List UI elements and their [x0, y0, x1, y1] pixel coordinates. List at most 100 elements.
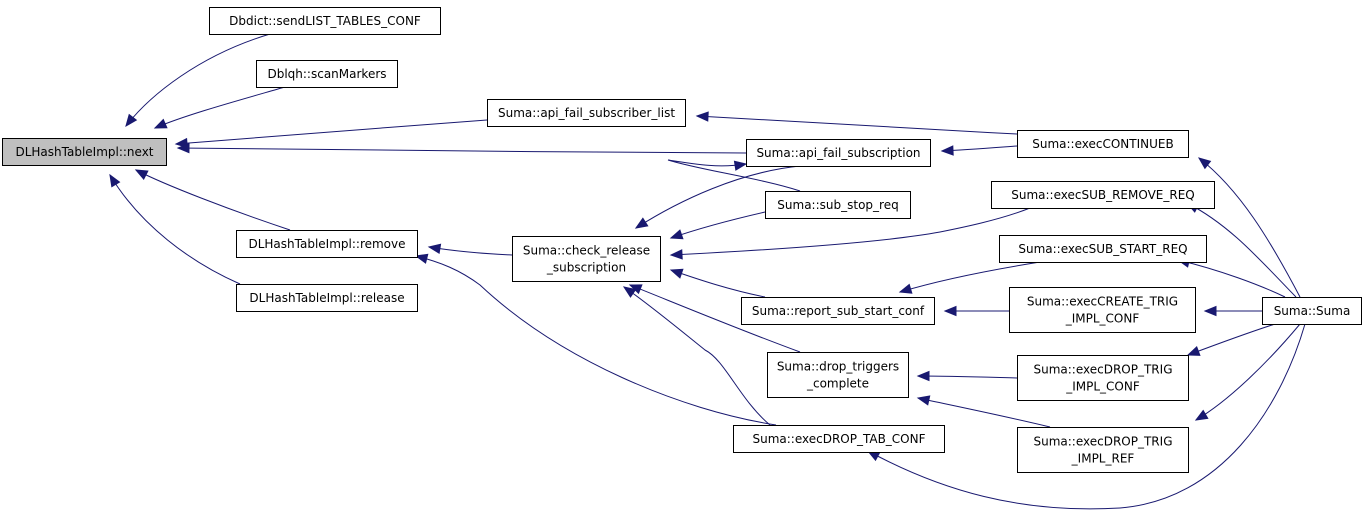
node-reportSub[interactable]: Suma::report_sub_start_conf: [741, 297, 935, 325]
edge-suma-to-execDropTab: [867, 323, 1306, 510]
edge-release-to-next-arrowhead: [109, 173, 121, 188]
node-label-execCreateTrig-0: Suma::execCREATE_TRIG: [1027, 295, 1178, 309]
node-label-sendLIST-0: Dbdict::sendLIST_TABLES_CONF: [229, 14, 421, 28]
node-dropTrig[interactable]: Suma::drop_triggers_complete: [767, 352, 909, 398]
edge-subStop-to-checkRelease: [670, 211, 766, 239]
edge-sendLIST-to-next-arrowhead: [125, 113, 138, 128]
node-box-execDropTrigRef[interactable]: [1017, 427, 1189, 473]
node-label-dropTrig-0: Suma::drop_triggers: [777, 360, 899, 374]
edge-execDropTab-to-remove: [415, 255, 777, 426]
node-label-execCreateTrig-1: _IMPL_CONF: [1065, 312, 1140, 326]
node-label-checkRelease-1: _subscription: [546, 261, 626, 275]
edge-apiFailSub-to-next: [177, 147, 747, 154]
node-box-execDropTab[interactable]: [733, 425, 945, 453]
node-apiFailSub[interactable]: Suma::api_fail_subscription: [746, 139, 931, 167]
node-box-release[interactable]: [236, 284, 418, 312]
edge-apiFailSub-to-next-arrowhead: [176, 142, 190, 154]
node-next[interactable]: DLHashTableImpl::next: [2, 138, 167, 166]
node-box-execSubStart[interactable]: [999, 235, 1207, 263]
node-box-scanMarkers[interactable]: [256, 60, 398, 88]
edge-execDropTrigRef-to-dropTrig-arrowhead: [916, 395, 931, 406]
edge-execSubStart-to-reportSub-arrowhead: [898, 283, 913, 294]
node-apiFailList[interactable]: Suma::api_fail_subscriber_list: [487, 99, 686, 127]
edge-dropTrig-to-checkRelease: [629, 284, 801, 353]
edge-subStop-to-apiFailSub-arrowhead: [733, 160, 748, 171]
node-label-execSubStart-0: Suma::execSUB_START_REQ: [1018, 242, 1187, 256]
edge-subStop-to-checkRelease-arrowhead: [669, 229, 684, 240]
node-box-checkRelease[interactable]: [512, 236, 661, 282]
node-execDropTab[interactable]: Suma::execDROP_TAB_CONF: [733, 425, 945, 453]
edge-suma-to-execSubStart: [1177, 259, 1286, 298]
node-label-apiFailList-0: Suma::api_fail_subscriber_list: [498, 106, 675, 120]
node-label-suma-0: Suma::Suma: [1274, 304, 1351, 318]
edge-suma-to-execCont-arrowhead: [1197, 157, 1212, 170]
node-box-apiFailSub[interactable]: [746, 139, 931, 167]
edge-remove-to-next: [135, 169, 291, 231]
node-execSubRemove[interactable]: Suma::execSUB_REMOVE_REQ: [991, 181, 1215, 209]
node-label-subStop-0: Suma::sub_stop_req: [777, 198, 898, 212]
node-label-checkRelease-0: Suma::check_release: [523, 244, 650, 258]
node-execCreateTrig[interactable]: Suma::execCREATE_TRIG_IMPL_CONF: [1009, 287, 1196, 333]
node-label-remove-0: DLHashTableImpl::remove: [248, 237, 405, 251]
node-box-suma[interactable]: [1262, 297, 1362, 325]
node-label-execCont-0: Suma::execCONTINUEB: [1032, 137, 1173, 151]
node-box-execSubRemove[interactable]: [991, 181, 1215, 209]
node-box-sendLIST[interactable]: [209, 7, 441, 35]
node-box-dropTrig[interactable]: [767, 352, 909, 398]
node-checkRelease[interactable]: Suma::check_release_subscription: [512, 236, 661, 282]
edge-release-to-next: [109, 174, 241, 285]
node-execSubStart[interactable]: Suma::execSUB_START_REQ: [999, 235, 1207, 263]
edge-apiFailSub-to-checkRelease: [635, 165, 801, 229]
node-label-apiFailSub-0: Suma::api_fail_subscription: [756, 146, 920, 160]
edge-execCont-to-apiFailSub-arrowhead: [940, 145, 954, 156]
edge-execSubStart-to-reportSub: [899, 261, 1041, 293]
edge-execCont-to-apiFailList-arrowhead: [695, 111, 709, 122]
node-box-execCreateTrig[interactable]: [1009, 287, 1196, 333]
node-subStop[interactable]: Suma::sub_stop_req: [765, 191, 911, 219]
node-label-release-0: DLHashTableImpl::release: [249, 291, 404, 305]
nodes-layer: DLHashTableImpl::next Dbdict::sendLIST_TA…: [2, 7, 1362, 473]
edge-apiFailList-to-next: [175, 119, 488, 145]
node-label-execDropTrigRef-0: Suma::execDROP_TRIG: [1033, 435, 1172, 449]
edges-layer: [109, 33, 1306, 510]
edge-execSubRemove-to-checkRelease: [670, 207, 1031, 256]
edge-checkRelease-to-remove-arrowhead: [427, 243, 442, 255]
node-execDropTrigRef[interactable]: Suma::execDROP_TRIG_IMPL_REF: [1017, 427, 1189, 473]
edge-suma-to-execSubRemove: [1186, 202, 1297, 298]
node-box-subStop[interactable]: [765, 191, 911, 219]
edge-execDropTrigConf-to-dropTrig-arrowhead: [916, 370, 930, 382]
node-box-reportSub[interactable]: [741, 297, 935, 325]
node-label-next-0: DLHashTableImpl::next: [15, 145, 153, 159]
node-remove[interactable]: DLHashTableImpl::remove: [236, 230, 418, 258]
edge-execCreateTrig-to-reportSub-arrowhead: [943, 305, 957, 317]
edge-suma-to-execDropTrigConf-arrowhead: [1186, 346, 1201, 356]
edge-reportSub-to-checkRelease: [670, 269, 766, 298]
node-label-execSubRemove-0: Suma::execSUB_REMOVE_REQ: [1011, 188, 1195, 202]
edge-execDropTab-to-checkRelease-arrowhead: [622, 286, 637, 298]
edge-suma-to-execDropTrigRef: [1195, 323, 1301, 421]
node-release[interactable]: DLHashTableImpl::release: [236, 284, 418, 312]
node-suma[interactable]: Suma::Suma: [1262, 297, 1362, 325]
edge-apiFailSub-to-checkRelease-arrowhead: [634, 217, 649, 229]
edge-suma-to-execDropTrigRef-arrowhead: [1194, 409, 1209, 421]
node-execDropTrigConf[interactable]: Suma::execDROP_TRIG_IMPL_CONF: [1017, 355, 1189, 401]
edge-suma-to-execCont: [1198, 157, 1301, 298]
edge-suma-to-execCreateTrig-arrowhead: [1203, 305, 1217, 317]
node-label-execDropTrigConf-0: Suma::execDROP_TRIG: [1033, 363, 1172, 377]
edge-remove-to-next-arrowhead: [134, 169, 149, 180]
node-label-execDropTrigConf-1: _IMPL_CONF: [1065, 380, 1140, 394]
node-scanMarkers[interactable]: Dblqh::scanMarkers: [256, 60, 398, 88]
node-sendLIST[interactable]: Dbdict::sendLIST_TABLES_CONF: [209, 7, 441, 35]
node-box-execCont[interactable]: [1017, 130, 1189, 158]
node-box-next[interactable]: [2, 138, 167, 166]
edge-subStop-to-apiFailSub: [667, 159, 801, 192]
edge-execDropTab-to-checkRelease: [623, 286, 771, 426]
edge-scanMarkers-to-next: [154, 86, 286, 129]
node-box-apiFailList[interactable]: [487, 99, 686, 127]
node-box-execDropTrigConf[interactable]: [1017, 355, 1189, 401]
node-box-remove[interactable]: [236, 230, 418, 258]
node-label-execDropTrigRef-1: _IMPL_REF: [1071, 452, 1135, 466]
node-label-scanMarkers-0: Dblqh::scanMarkers: [267, 67, 386, 81]
node-execCont[interactable]: Suma::execCONTINUEB: [1017, 130, 1189, 158]
